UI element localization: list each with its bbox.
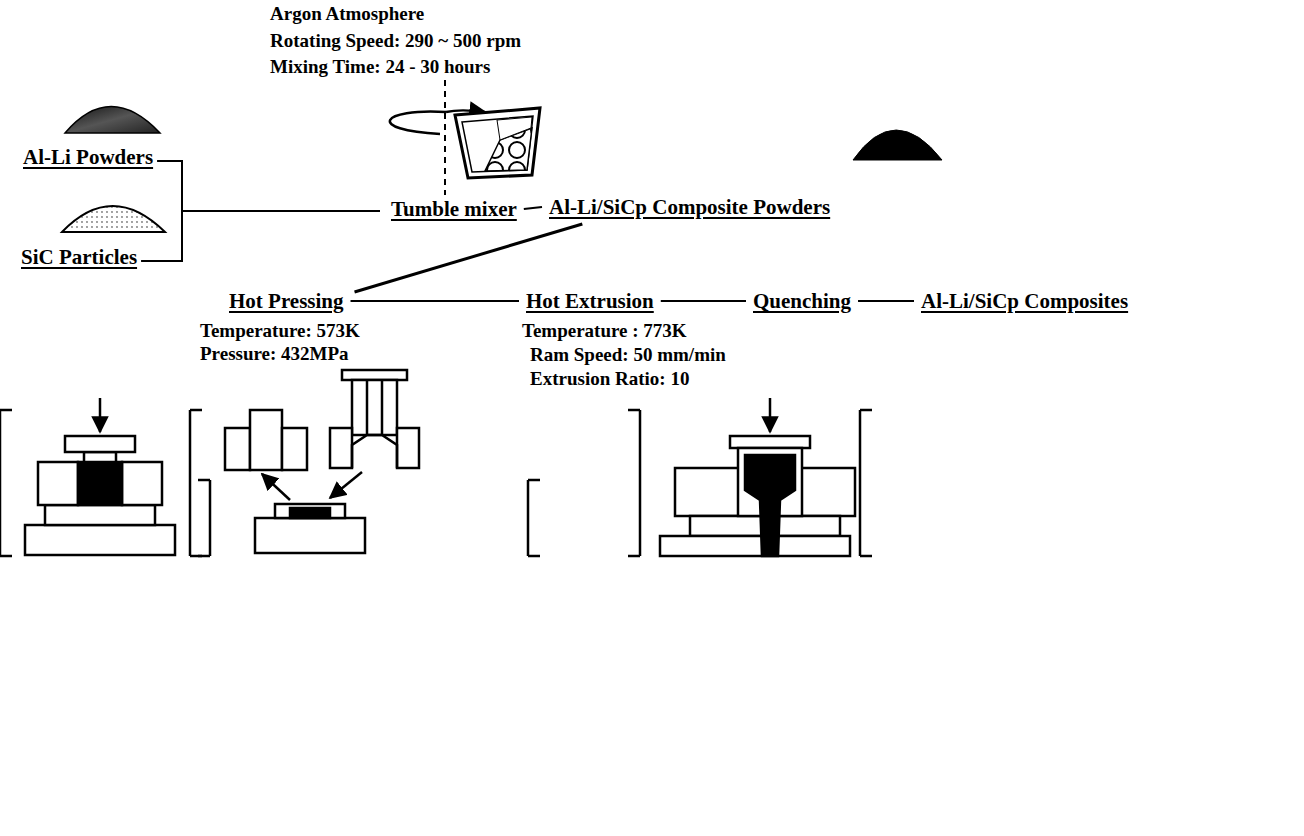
process-parameter: Mixing Time: 24 - 30 hours bbox=[270, 56, 490, 78]
step-label: Hot Extrusion bbox=[525, 289, 655, 313]
process-parameter: Extrusion Ratio: 10 bbox=[530, 368, 689, 390]
process-step: Hot Pressing bbox=[228, 289, 345, 313]
flow-line bbox=[858, 301, 914, 302]
step-label: Hot Pressing bbox=[228, 289, 345, 313]
flow-line bbox=[351, 301, 519, 302]
step-label: Al-Li Powders bbox=[22, 145, 154, 169]
step-label: SiC Particles bbox=[20, 245, 138, 269]
process-step: Hot Extrusion bbox=[525, 289, 655, 313]
process-parameter: Argon Atmosphere bbox=[270, 3, 424, 25]
step-label: Tumble mixer bbox=[390, 197, 518, 221]
step-label: Al-Li/SiCp Composites bbox=[920, 289, 1129, 313]
flow-line bbox=[524, 207, 542, 209]
process-parameter: Ram Speed: 50 mm/min bbox=[530, 344, 726, 366]
hot-extrusion-die bbox=[628, 398, 872, 556]
powder-piles bbox=[62, 107, 942, 233]
process-parameter: Temperature: 573K bbox=[200, 320, 360, 342]
process-parameter: Temperature : 773K bbox=[522, 320, 687, 342]
process-step: Tumble mixer bbox=[390, 197, 518, 221]
flow-line bbox=[355, 224, 583, 292]
tumble-mixer bbox=[390, 80, 540, 195]
hot-pressing-die bbox=[0, 398, 202, 556]
step-label: Al-Li/SiCp Composite Powders bbox=[548, 195, 831, 219]
step-label: Quenching bbox=[752, 289, 852, 313]
flow-line bbox=[661, 301, 746, 302]
product-name: Al-Li/SiCp Composite Powders bbox=[548, 195, 831, 219]
product-name: Al-Li/SiCp Composites bbox=[920, 289, 1129, 313]
flow-line bbox=[157, 161, 380, 211]
material-name: SiC Particles bbox=[20, 245, 138, 269]
process-parameter: Rotating Speed: 290 ~ 500 rpm bbox=[270, 30, 521, 52]
flow-line bbox=[141, 211, 380, 261]
die-disassembly bbox=[198, 370, 540, 556]
process-parameter: Pressure: 432MPa bbox=[200, 343, 349, 365]
material-name: Al-Li Powders bbox=[22, 145, 154, 169]
process-step: Quenching bbox=[752, 289, 852, 313]
